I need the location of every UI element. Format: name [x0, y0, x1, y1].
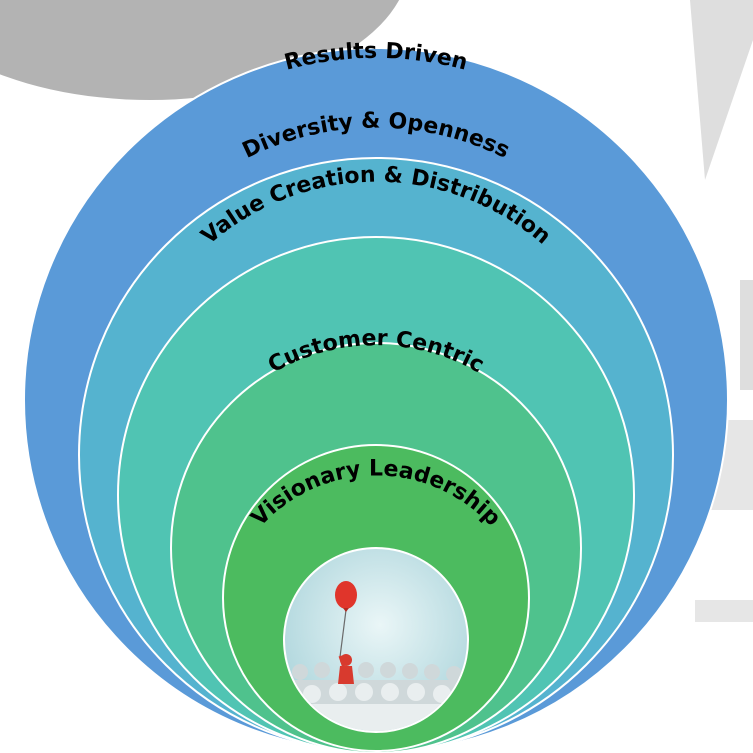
red-balloon-icon: [335, 581, 357, 609]
watermark-bar: [695, 600, 753, 622]
leader-figure: [338, 609, 354, 684]
balloon-string: [339, 609, 347, 658]
crowd-front-row: [300, 683, 454, 731]
watermark-stroke-top: [690, 0, 753, 180]
grey-corner-shape: [0, 0, 400, 100]
center-picture: [283, 547, 469, 733]
watermark-stroke-right: [740, 280, 753, 390]
